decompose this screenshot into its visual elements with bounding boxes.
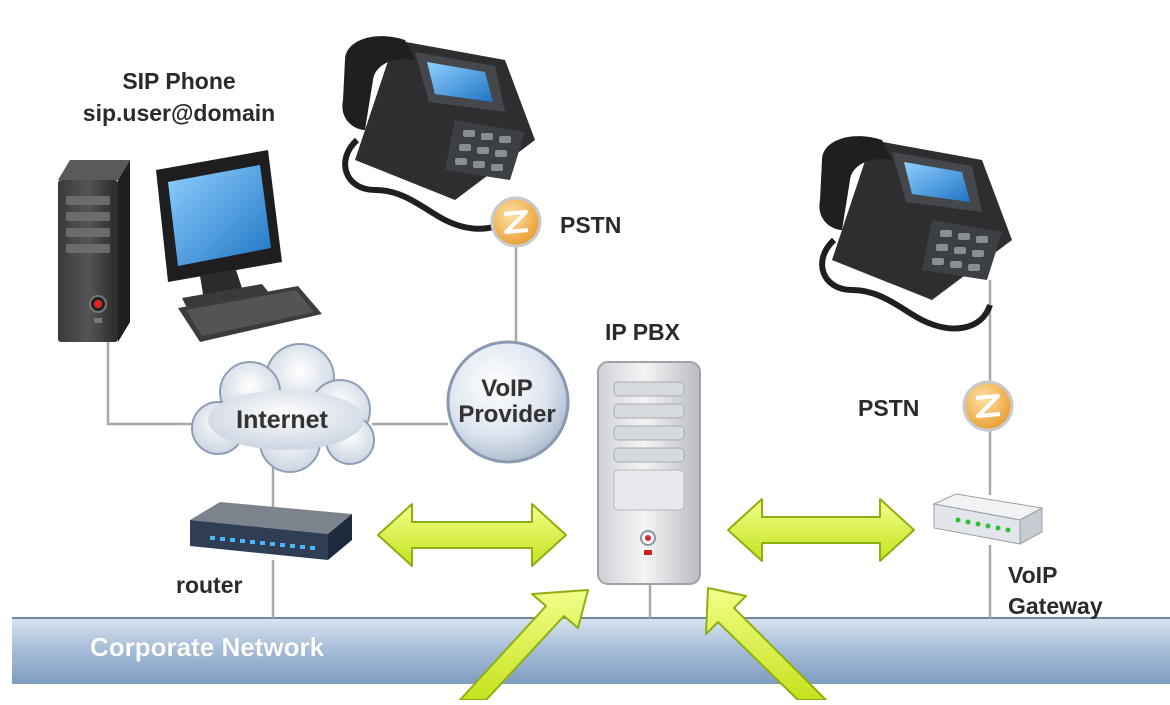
desk-phone-icon [342,36,535,232]
corporate-network-band [12,617,1170,684]
desktop-tower-icon [58,160,130,342]
line-sip-to-internet [106,342,200,426]
voip-provider-label: VoIP Provider [446,376,568,428]
sip-phone-label: SIP Phone sip.user@domain [50,65,308,129]
bidirectional-arrow-icon [727,498,915,562]
corporate-network-label: Corporate Network [90,632,325,662]
voip-gateway-line2: Gateway [1008,593,1103,619]
voip-provider-globe [446,340,570,464]
pstn-label-left: PSTN [560,212,622,238]
bidirectional-arrow-icon [377,503,567,567]
gateway-icon [932,493,1044,545]
router-icon [190,502,352,560]
voip-gateway-line1: VoIP [1008,562,1058,588]
pstn-label-right: PSTN [858,395,920,421]
sip-phone-address: sip.user@domain [82,100,276,126]
cloud-icon [191,343,375,473]
voip-gateway-label: VoIP Gateway [1008,560,1103,622]
voip-provider-line1: VoIP [481,375,533,402]
pstn-badge-icon [490,196,542,248]
desk-phone-icon [819,136,1012,332]
keyboard-icon [178,286,322,342]
sip-phone-title: SIP Phone [122,68,236,94]
ip-pbx-label: IP PBX [605,319,680,345]
voip-provider-line2: Provider [458,401,556,428]
pstn-badge-icon [962,380,1014,432]
router-label: router [176,572,243,598]
internet-label: Internet [236,406,328,434]
monitor-icon [156,150,282,310]
server-tower-icon [597,361,701,585]
